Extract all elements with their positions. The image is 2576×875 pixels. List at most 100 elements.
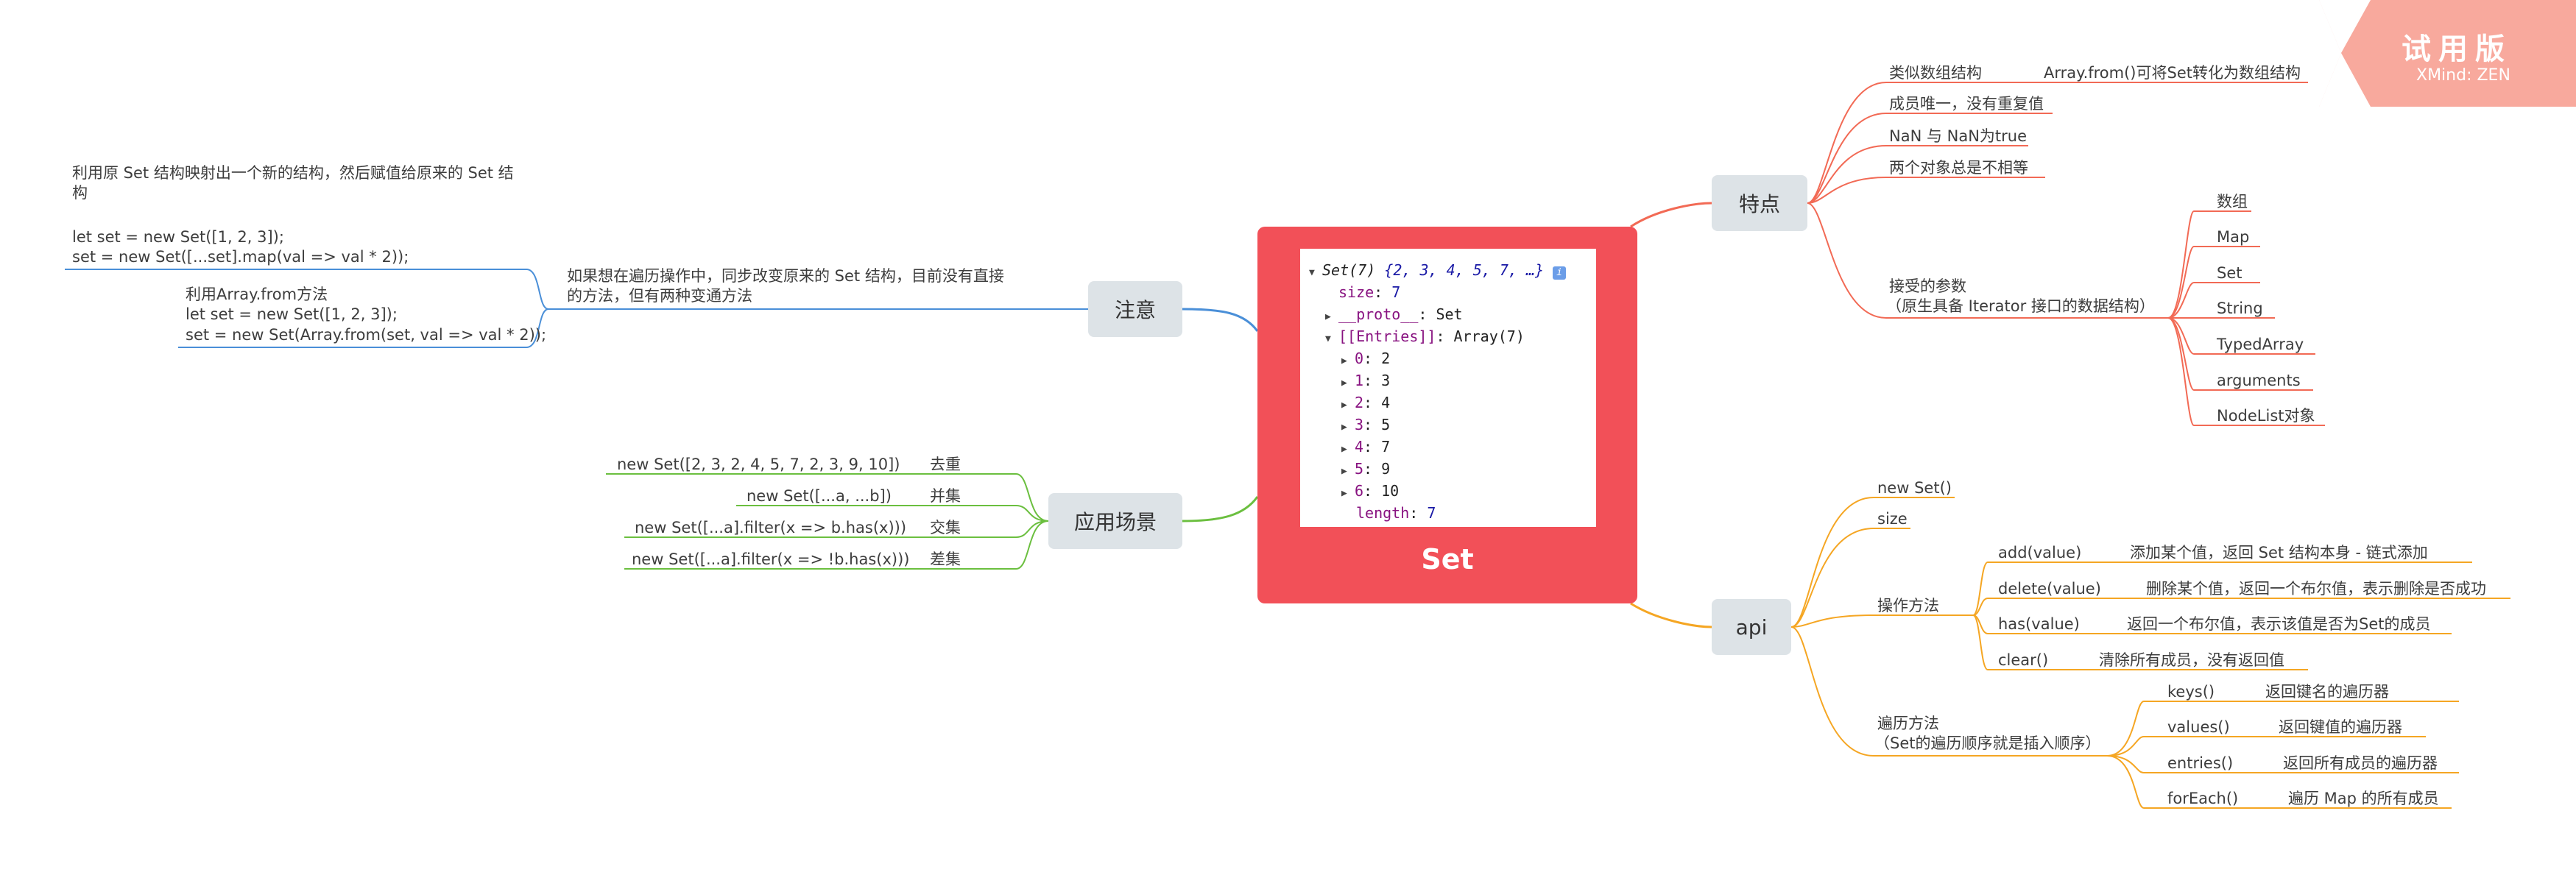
entry-val: 5 (1381, 416, 1391, 433)
accepted-item[interactable]: arguments (2217, 372, 2301, 389)
collapsed-triangle-icon: ▶ (1341, 422, 1347, 433)
notes-main[interactable]: 如果想在遍历操作中，同步改变原来的 Set 结构，目前没有直接的方法，但有两种变… (567, 267, 1004, 305)
api-new[interactable]: new Set() (1877, 479, 1952, 497)
op-name[interactable]: delete(value) (1998, 580, 2101, 598)
scene-label[interactable]: 交集 (930, 519, 961, 536)
notes-method1-code1[interactable]: let set = new Set([1, 2, 3]); (72, 228, 284, 246)
console-header-values: {2, 3, 4, 5, 7, …} (1384, 261, 1545, 279)
console-entries-key: [[Entries]] (1338, 327, 1436, 345)
console-screenshot: ▼Set(7) {2, 3, 4, 5, 7, …} i size: 7 ▶__… (1300, 249, 1596, 527)
entry-key: 2 (1355, 394, 1364, 411)
entry-val: 2 (1381, 350, 1391, 367)
topic-api-label: api (1735, 614, 1768, 640)
topic-notes[interactable]: 注意 (1088, 281, 1182, 337)
op-desc[interactable]: 返回一个布尔值，表示该值是否为Set的成员 (2127, 615, 2431, 633)
feature-array-from[interactable]: Array.from()可将Set转化为数组结构 (2044, 64, 2301, 82)
scene-code[interactable]: new Set([2, 3, 2, 4, 5, 7, 2, 3, 9, 10]) (617, 456, 900, 473)
notes-method2-code2[interactable]: set = new Set(Array.from(set, val => val… (186, 326, 547, 344)
console-length-key: length (1356, 504, 1410, 522)
entry-key: 4 (1355, 438, 1364, 456)
op-desc[interactable]: 清除所有成员，没有返回值 (2099, 651, 2284, 669)
topic-features[interactable]: 特点 (1712, 175, 1807, 231)
expanded-triangle-icon: ▼ (1309, 267, 1315, 278)
console-header-name: Set(7) (1322, 261, 1376, 279)
branch-features (1630, 202, 1712, 228)
scene-code[interactable]: new Set([...a].filter(x => b.has(x))) (635, 519, 907, 536)
accepted-item[interactable]: NodeList对象 (2217, 407, 2315, 425)
collapsed-triangle-icon: ▶ (1341, 466, 1347, 477)
op-name[interactable]: add(value) (1998, 544, 2082, 562)
info-icon: i (1553, 266, 1567, 280)
iter-desc[interactable]: 返回键值的遍历器 (2279, 718, 2402, 736)
iter-name[interactable]: values() (2167, 718, 2230, 736)
scene-label[interactable]: 并集 (930, 487, 961, 505)
collapsed-triangle-icon: ▶ (1341, 355, 1347, 366)
feature-accepted-line1[interactable]: 接受的参数 (1889, 277, 1966, 295)
collapsed-triangle-icon: ▶ (1325, 311, 1331, 322)
topic-scenes[interactable]: 应用场景 (1048, 493, 1182, 549)
entry-val: 10 (1381, 482, 1400, 500)
notes-method1-title[interactable]: 利用原 Set 结构映射出一个新的结构，然后赋值给原来的 Set 结构 (72, 164, 514, 202)
iter-name[interactable]: entries() (2167, 754, 2234, 772)
topic-scenes-label: 应用场景 (1073, 510, 1157, 534)
branch-scenes (1182, 496, 1259, 522)
console-proto-key: __proto__ (1338, 305, 1419, 323)
iter-desc[interactable]: 返回所有成员的遍历器 (2283, 754, 2438, 772)
scene-code[interactable]: new Set([...a].filter(x => !b.has(x))) (632, 550, 910, 568)
topic-notes-label: 注意 (1114, 298, 1156, 322)
feature-accepted-line2[interactable]: （原生具备 Iterator 接口的数据结构） (1886, 297, 2155, 315)
entry-val: 9 (1381, 460, 1391, 478)
api-iter-line2[interactable]: （Set的遍历顺序就是插入顺序） (1874, 734, 2101, 752)
console-proto-val: Set (1436, 305, 1463, 323)
accepted-item[interactable]: String (2217, 300, 2263, 317)
central-topic-title: Set (1421, 543, 1474, 575)
scene-label[interactable]: 去重 (930, 456, 961, 473)
feature-unique[interactable]: 成员唯一，没有重复值 (1889, 95, 2044, 113)
op-desc[interactable]: 添加某个值，返回 Set 结构本身 - 链式添加 (2130, 544, 2428, 562)
feature-objects[interactable]: 两个对象总是不相等 (1889, 159, 2028, 177)
iter-name[interactable]: forEach() (2167, 790, 2239, 807)
notes-method2-title[interactable]: 利用Array.from方法 (186, 286, 328, 303)
trial-watermark (2319, 0, 2576, 107)
api-size[interactable]: size (1877, 510, 1908, 528)
op-name[interactable]: has(value) (1998, 615, 2080, 633)
accepted-item[interactable]: 数组 (2217, 193, 2248, 210)
entry-val: 3 (1381, 372, 1391, 389)
api-ops[interactable]: 操作方法 (1877, 597, 1939, 614)
entry-key: 1 (1355, 372, 1364, 389)
entry-key: 5 (1355, 460, 1364, 478)
iter-desc[interactable]: 返回键名的遍历器 (2265, 683, 2389, 701)
entry-key: 0 (1355, 350, 1364, 367)
notes-method2-code1[interactable]: let set = new Set([1, 2, 3]); (186, 305, 398, 323)
entry-val: 7 (1381, 438, 1391, 456)
console-size-val: 7 (1391, 283, 1401, 301)
watermark-subtitle: XMind: ZEN (2416, 66, 2510, 85)
api-iter-line1[interactable]: 遍历方法 (1877, 715, 1939, 732)
accepted-item[interactable]: Map (2217, 228, 2250, 246)
feature-nan[interactable]: NaN 与 NaN为true (1889, 127, 2028, 145)
collapsed-triangle-icon: ▶ (1341, 400, 1347, 411)
collapsed-triangle-icon: ▶ (1341, 444, 1347, 455)
branch-api (1630, 602, 1712, 628)
feature-array-like[interactable]: 类似数组结构 (1889, 64, 1982, 82)
scene-code[interactable]: new Set([...a, ...b]) (747, 487, 892, 505)
op-name[interactable]: clear() (1998, 651, 2049, 669)
notes-method1-code2[interactable]: set = new Set([...set].map(val => val * … (72, 248, 409, 266)
topic-features-label: 特点 (1738, 192, 1780, 216)
scene-label[interactable]: 差集 (930, 550, 961, 568)
collapsed-triangle-icon: ▶ (1341, 378, 1347, 389)
console-size-key: size (1338, 283, 1375, 301)
console-length-val: 7 (1427, 504, 1436, 522)
entry-key: 6 (1355, 482, 1364, 500)
central-topic[interactable]: ▼Set(7) {2, 3, 4, 5, 7, …} i size: 7 ▶__… (1257, 227, 1637, 603)
iter-desc[interactable]: 遍历 Map 的所有成员 (2288, 790, 2439, 807)
accepted-item[interactable]: TypedArray (2217, 336, 2304, 353)
accepted-item[interactable]: Set (2217, 264, 2242, 282)
watermark-title: 试用版 (2402, 32, 2512, 66)
topic-api[interactable]: api (1712, 599, 1791, 655)
entry-key: 3 (1355, 416, 1364, 433)
console-entries-val: Array(7) (1453, 327, 1525, 345)
iter-name[interactable]: keys() (2167, 683, 2215, 701)
op-desc[interactable]: 删除某个值，返回一个布尔值，表示删除是否成功 (2146, 580, 2486, 598)
entry-val: 4 (1381, 394, 1391, 411)
